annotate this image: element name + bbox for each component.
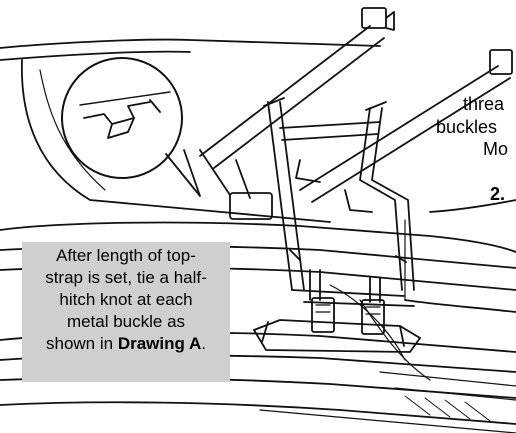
clipped-text-fragment: buckles xyxy=(436,117,498,137)
rack-frame xyxy=(253,97,421,353)
caption-line-final: shown in Drawing A. xyxy=(26,333,226,355)
caption-line: After length of top- xyxy=(56,246,196,265)
caption-line: strap is set, tie a half- xyxy=(45,268,207,287)
caption-box: After length of top- strap is set, tie a… xyxy=(22,242,230,382)
step-number: 2. xyxy=(490,184,506,204)
drawing-reference: Drawing A xyxy=(117,334,202,353)
caption-line: hitch knot at each xyxy=(59,290,193,309)
clipped-text-fragment: Mo xyxy=(483,139,509,159)
caption-prefix: shown in xyxy=(46,334,118,353)
clipped-text-fragment: threa xyxy=(463,94,505,114)
buckle-detail-inset xyxy=(61,57,201,197)
caption-suffix: . xyxy=(201,334,206,353)
rack-arms xyxy=(199,7,513,220)
caption-line: metal buckle as xyxy=(66,312,186,331)
